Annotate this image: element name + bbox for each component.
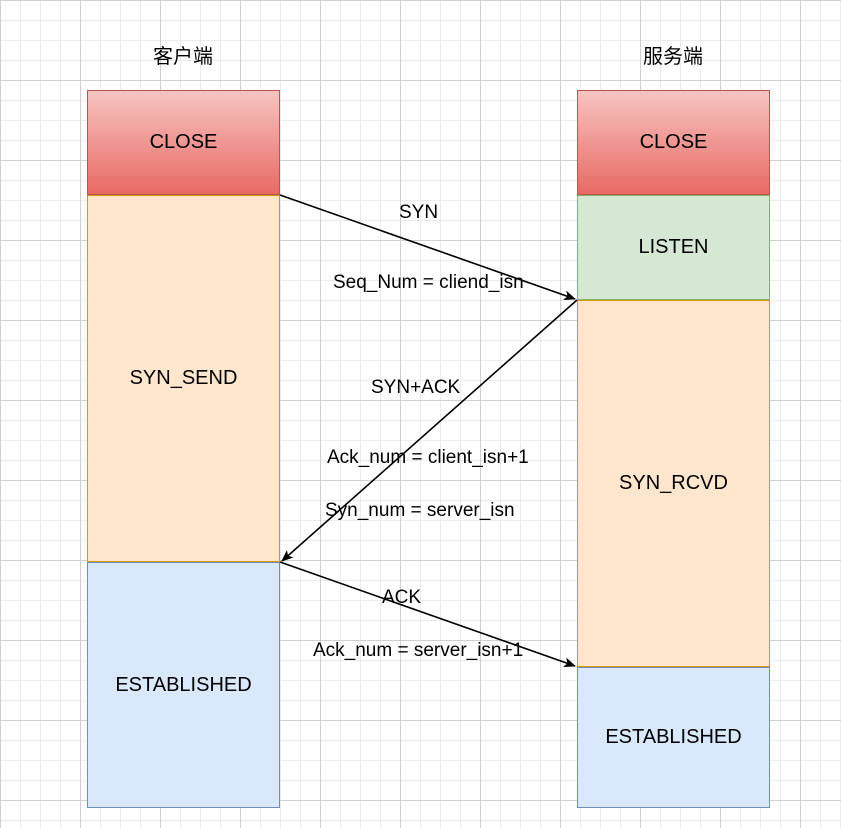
client-title: 客户端 xyxy=(153,44,213,68)
client-close-state[interactable]: CLOSE xyxy=(87,90,280,195)
syn-ack-arrow xyxy=(281,299,578,562)
ack-label: ACK xyxy=(382,587,422,608)
client-syn-send-label: SYN_SEND xyxy=(129,367,238,389)
server-established-state[interactable]: ESTABLISHED xyxy=(577,667,770,808)
server-close-state[interactable]: CLOSE xyxy=(577,90,770,195)
server-listen-state[interactable]: LISTEN xyxy=(577,195,770,300)
client-established-label: ESTABLISHED xyxy=(115,673,252,696)
syn-label: SYN xyxy=(399,202,439,223)
syn-ack-syn-detail: Syn_num = server_isn xyxy=(325,500,515,521)
server-title: 服务端 xyxy=(643,44,703,68)
server-syn-rcvd-state[interactable]: SYN_RCVD xyxy=(577,300,770,667)
syn-ack-ack-detail: Ack_num = client_isn+1 xyxy=(327,447,529,468)
server-established-label: ESTABLISHED xyxy=(605,726,742,748)
server-listen-label: LISTEN xyxy=(638,236,709,258)
server-close-label: CLOSE xyxy=(639,131,708,153)
ack-detail: Ack_num = server_isn+1 xyxy=(313,640,524,661)
client-syn-send-state[interactable]: SYN_SEND xyxy=(87,195,280,562)
syn-ack-label: SYN+ACK xyxy=(371,377,461,398)
client-established-state[interactable]: ESTABLISHED xyxy=(87,562,280,808)
syn-seq-detail: Seq_Num = cliend_isn xyxy=(333,272,524,293)
client-close-label: CLOSE xyxy=(149,131,218,153)
server-syn-rcvd-label: SYN_RCVD xyxy=(619,472,728,494)
